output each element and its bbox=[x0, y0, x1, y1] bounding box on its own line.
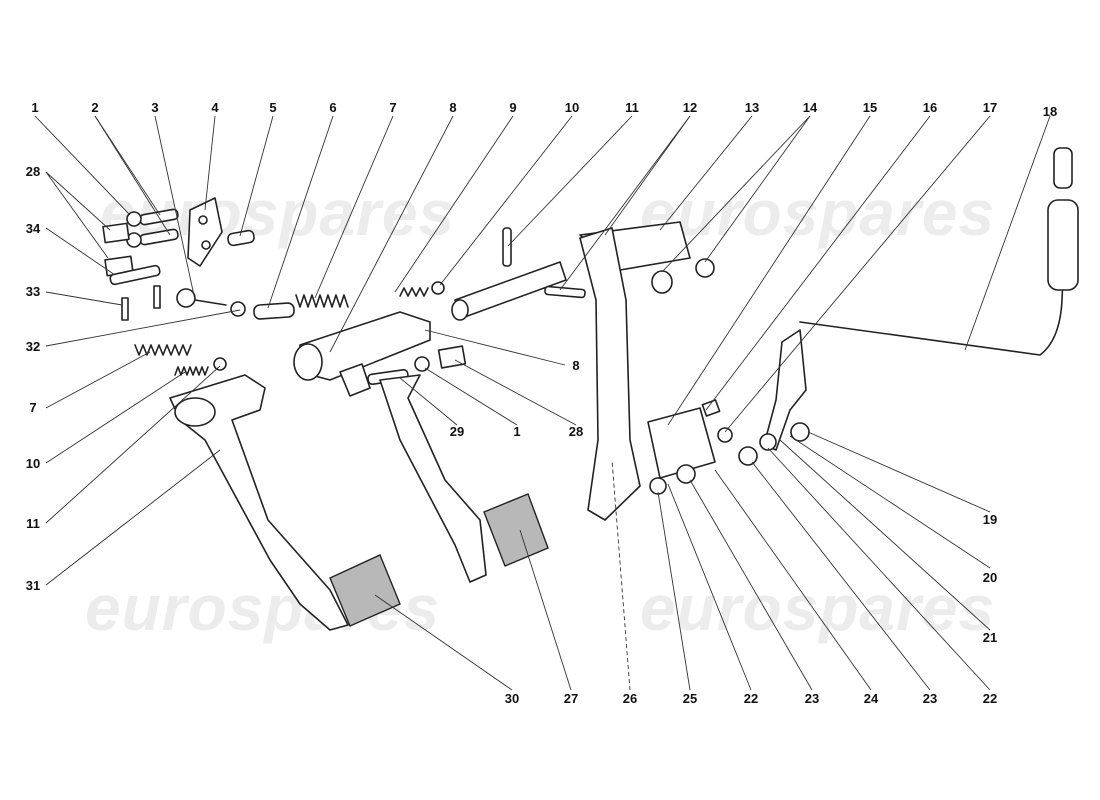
part-middle-pedal-arm bbox=[379, 374, 487, 583]
part-pin bbox=[227, 229, 255, 247]
callout-13: 13 bbox=[745, 100, 759, 115]
part-eyebolt bbox=[176, 288, 196, 308]
callout-9: 9 bbox=[509, 100, 516, 115]
callout-28-middle: 28 bbox=[569, 424, 583, 439]
callout-23-a: 23 bbox=[805, 691, 819, 706]
watermark-bottom-right: eurospares bbox=[640, 572, 995, 644]
callout-8: 8 bbox=[449, 100, 456, 115]
part-bush-14a bbox=[651, 270, 673, 294]
callout-3: 3 bbox=[151, 100, 158, 115]
callout-2: 2 bbox=[91, 100, 98, 115]
callout-26: 26 bbox=[623, 691, 637, 706]
part-right-bracket bbox=[647, 407, 716, 479]
callout-22-a: 22 bbox=[744, 691, 758, 706]
callout-30: 30 bbox=[505, 691, 519, 706]
callout-1-middle: 1 bbox=[513, 424, 520, 439]
callout-22-b: 22 bbox=[983, 691, 997, 706]
callout-32: 32 bbox=[26, 339, 40, 354]
callout-12: 12 bbox=[683, 100, 697, 115]
callout-34: 34 bbox=[26, 221, 41, 236]
part-cable bbox=[799, 229, 1066, 356]
part-clip bbox=[437, 345, 467, 369]
callout-28-left: 28 bbox=[26, 164, 40, 179]
leader-lines bbox=[34, 115, 1051, 691]
callout-19: 19 bbox=[983, 512, 997, 527]
part-middle-pedal-pad bbox=[483, 493, 549, 567]
callout-24: 24 bbox=[864, 691, 879, 706]
part-bushing-25 bbox=[649, 477, 667, 495]
callout-16: 16 bbox=[923, 100, 937, 115]
part-washer bbox=[414, 356, 430, 372]
watermark-top-right: eurospares bbox=[640, 177, 995, 249]
part-spring-left bbox=[134, 344, 192, 356]
callout-15: 15 bbox=[863, 100, 877, 115]
part-lever-arm bbox=[763, 329, 807, 451]
callout-23-b: 23 bbox=[923, 691, 937, 706]
callout-33: 33 bbox=[26, 284, 40, 299]
callout-14: 14 bbox=[803, 100, 818, 115]
part-bush-14b bbox=[695, 258, 715, 278]
part-spring-small bbox=[174, 366, 209, 376]
parts-drawing bbox=[102, 147, 1079, 631]
callout-10-left: 10 bbox=[26, 456, 40, 471]
part-left-pedal-pad bbox=[329, 554, 401, 627]
callout-7: 7 bbox=[389, 100, 396, 115]
callout-29: 29 bbox=[450, 424, 464, 439]
part-nut bbox=[230, 301, 246, 317]
part-pin-2 bbox=[253, 302, 295, 320]
callout-21: 21 bbox=[983, 630, 997, 645]
part-tall-lever bbox=[579, 227, 641, 521]
callout-1: 1 bbox=[31, 100, 38, 115]
part-bushing-21 bbox=[759, 433, 777, 451]
part-bolts-top-left bbox=[102, 208, 179, 321]
part-bushing-23 bbox=[676, 464, 696, 484]
part-spring-top bbox=[295, 294, 349, 308]
callout-4: 4 bbox=[211, 100, 219, 115]
callout-17: 17 bbox=[983, 100, 997, 115]
callout-6: 6 bbox=[329, 100, 336, 115]
part-bracket bbox=[187, 197, 223, 267]
callout-labels: 1 2 3 4 5 6 7 8 9 10 11 12 13 14 15 16 1… bbox=[26, 100, 1057, 706]
callout-7-left: 7 bbox=[29, 400, 36, 415]
callout-20: 20 bbox=[983, 570, 997, 585]
callout-5: 5 bbox=[269, 100, 276, 115]
callout-8-middle: 8 bbox=[572, 358, 579, 373]
callout-27: 27 bbox=[564, 691, 578, 706]
callout-11-left: 11 bbox=[26, 516, 40, 531]
part-bushing-22 bbox=[738, 446, 758, 466]
part-screw bbox=[399, 287, 429, 297]
callout-11: 11 bbox=[625, 100, 639, 115]
part-left-pedal-arm bbox=[169, 374, 349, 631]
callout-25: 25 bbox=[683, 691, 697, 706]
part-cable-boot bbox=[1047, 199, 1079, 291]
callout-31: 31 bbox=[26, 578, 40, 593]
callout-10: 10 bbox=[565, 100, 579, 115]
part-pin-vertical bbox=[502, 227, 512, 267]
callout-18: 18 bbox=[1043, 104, 1057, 119]
